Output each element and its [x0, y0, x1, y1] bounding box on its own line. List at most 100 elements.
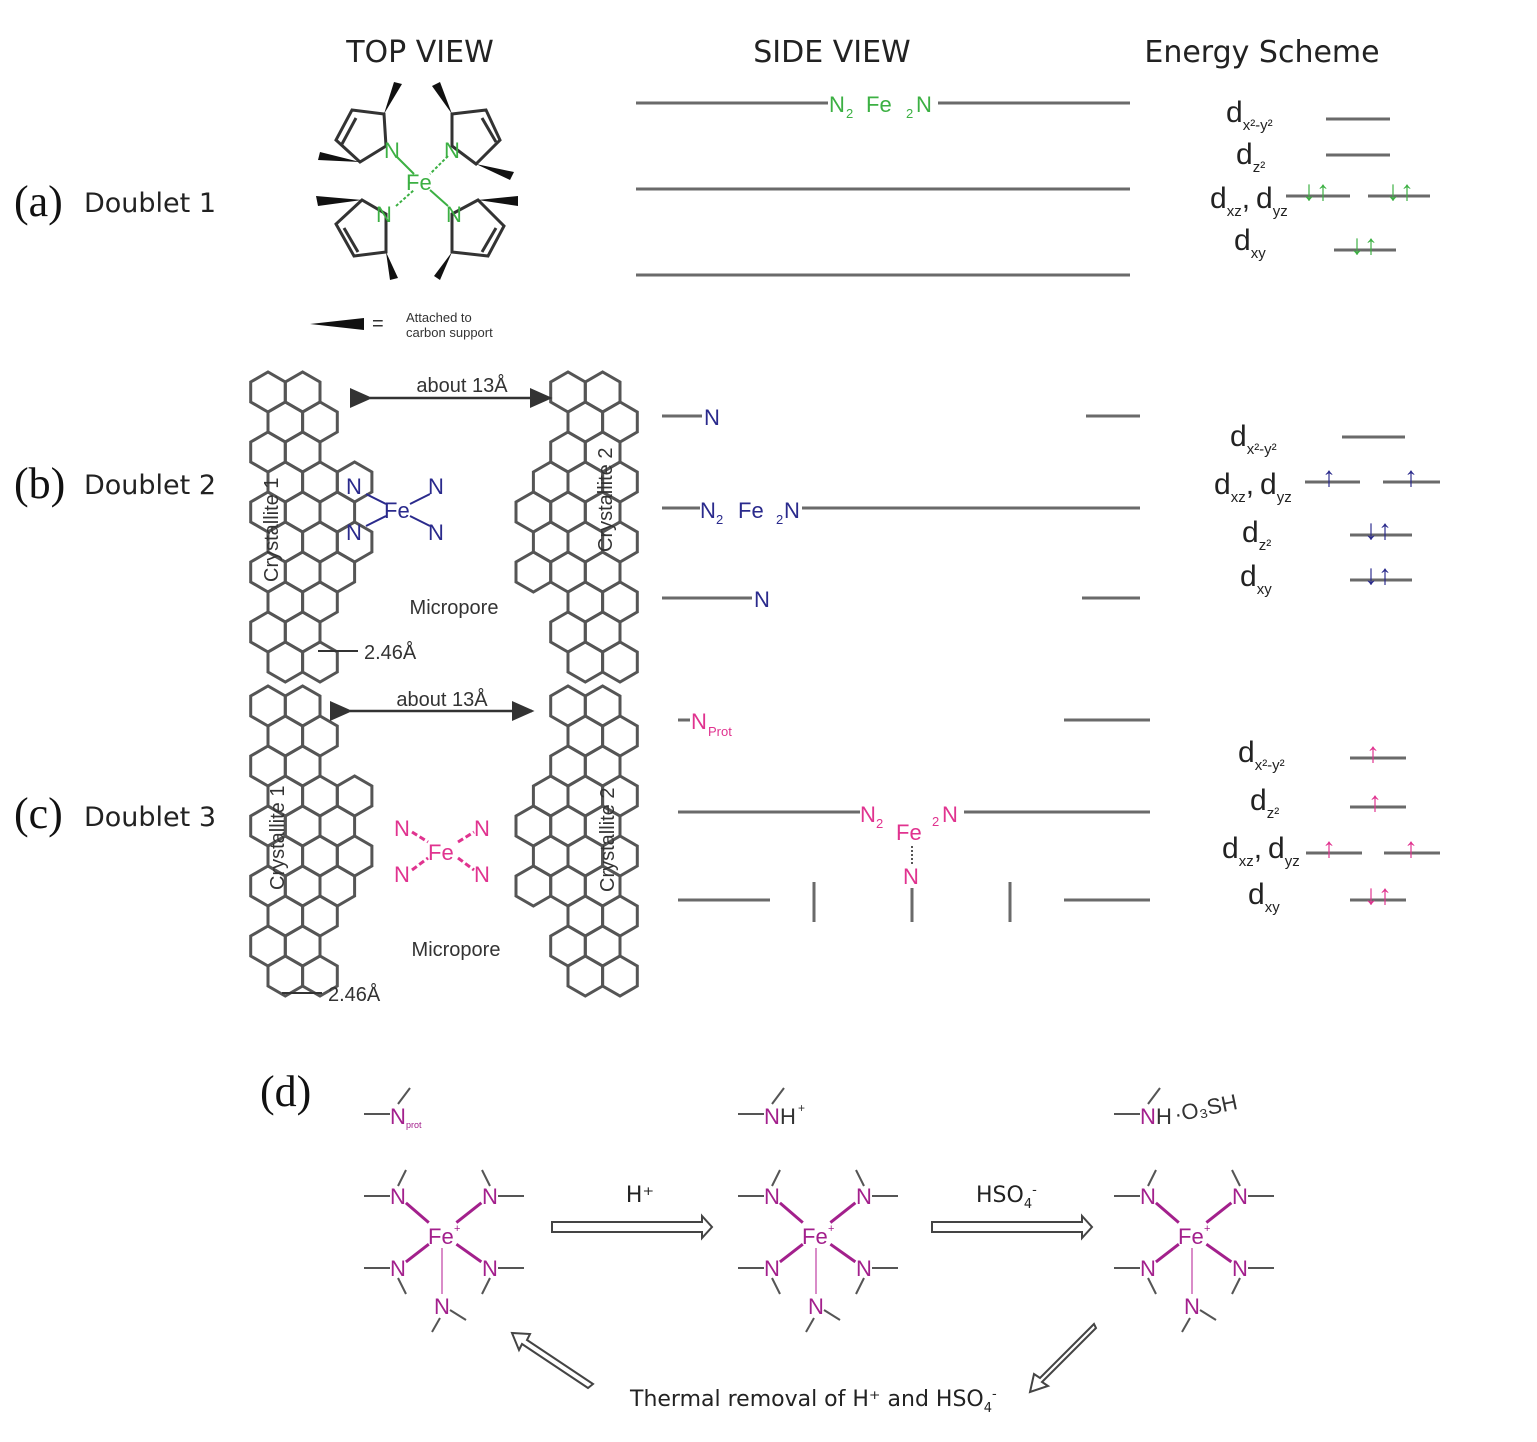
arrow1-label: H⁺ [626, 1183, 654, 1208]
atom-n: N [1232, 1256, 1248, 1281]
wedge-legend-icon [310, 318, 364, 330]
side-sub: 2 [776, 512, 783, 527]
atom-fe: Fe [1178, 1224, 1204, 1249]
orbital-label-dx2y2: dx²-y² [1230, 420, 1277, 458]
atom-h: H [780, 1104, 796, 1129]
atom-fe: Fe [428, 1224, 454, 1249]
side-sub: 2 [932, 814, 939, 829]
crystallite-2-label: Crystallite 2 [597, 788, 619, 892]
doublet1-top-view-molecule: N N Fe N N [316, 82, 518, 280]
sub-prot: prot [406, 1120, 422, 1130]
carbon-ring [566, 640, 605, 684]
atom-n: N [1140, 1184, 1156, 1209]
spacing-label: 2.46Å [364, 641, 417, 664]
crystallite-1-label: Crystallite 1 [261, 478, 283, 582]
fe-charge: + [828, 1223, 834, 1235]
fe-charge: + [454, 1223, 460, 1235]
micropore-label: Micropore [410, 597, 499, 619]
atom-n: N [474, 816, 490, 841]
panel-c-letter: (c) [14, 789, 63, 838]
species-2-top-group: N H + [738, 1087, 805, 1129]
panel-a: (a) Doublet 1 [14, 82, 1430, 340]
electron-pair-dyz: ↓↑ [1386, 175, 1414, 206]
atom-n-axial: N [1184, 1294, 1200, 1319]
crystallite-1-label: Crystallite 1 [267, 786, 289, 890]
doublet2-energy-scheme: dx²-y² dxz,dyz dz² dxy ↑ ↑ ↓↑ ↓↑ [1214, 420, 1440, 598]
wedge-icon [434, 252, 452, 280]
atom-fe: Fe [428, 840, 454, 865]
side-atom-n: N [916, 92, 932, 117]
atom-n: N [428, 474, 444, 499]
electron-dz2: ↑ [1368, 786, 1382, 817]
side-sub: 2 [846, 106, 853, 121]
orbital-label-dxy: dxy [1240, 560, 1272, 598]
doublet2-top-view-graphene [249, 370, 639, 684]
carbon-ring [301, 640, 339, 684]
doublet1-energy-scheme: dx²-y² dz² dxz,dyz dxy ↓↑ ↓↑ ↓↑ [1210, 96, 1430, 262]
atom-n: N [384, 138, 400, 163]
panel-d-letter: (d) [260, 1067, 311, 1116]
wedge-icon [478, 196, 518, 206]
side-sub: 2 [876, 816, 883, 831]
micropore-label: Micropore [412, 939, 501, 961]
carbon-ring [266, 640, 305, 684]
electron-dyz: ↑ [1404, 832, 1418, 863]
side-atom-n: N [784, 498, 800, 523]
side-atom-fe: Fe [738, 498, 764, 523]
side-sub: 2 [716, 512, 723, 527]
atom-n: N [390, 1184, 406, 1209]
panel-c: (c) Doublet 3 about 13Å 2.46Å Micropore … [14, 684, 1440, 1006]
orbital-label-dz2: dz² [1236, 138, 1265, 176]
side-sub: 2 [906, 106, 913, 121]
panel-a-letter: (a) [14, 177, 63, 226]
panel-b: (b) Doublet 2 about 13Å 2.46Å Micropore … [14, 370, 1440, 684]
orbital-label-dx2y2: dx²-y² [1226, 96, 1273, 134]
atom-n: N [1140, 1256, 1156, 1281]
electron-pair-dz2: ↓↑ [1364, 514, 1392, 545]
charge: + [798, 1101, 805, 1115]
carbon-ring [514, 864, 553, 908]
atom-n: N [764, 1104, 780, 1129]
pyrrole-ring [450, 198, 506, 258]
carbon-ring [601, 954, 639, 998]
carbon-ring [514, 550, 553, 594]
atom-n: N [376, 202, 392, 227]
header-top-view: TOP VIEW [345, 35, 494, 70]
atom-n: N [764, 1256, 780, 1281]
orbital-label-dxy: dxy [1248, 878, 1280, 916]
fe-charge: + [1204, 1223, 1210, 1235]
doublet2-side-view: N N 2 Fe 2 N N [662, 405, 1140, 612]
atom-n: N [1140, 1104, 1156, 1129]
atom-n: N [346, 520, 362, 545]
arrow-thermal-return-right [1028, 1322, 1098, 1394]
orbital-label-dxz-dyz: dxz,dyz [1222, 832, 1300, 870]
species-3-top-group: N H ·O₃SH [1114, 1087, 1240, 1129]
side-atom-n: N [704, 405, 720, 430]
wedge-icon [432, 82, 452, 114]
side-atom-n-prot: N [691, 709, 707, 734]
orbital-label-dxy: dxy [1234, 224, 1266, 262]
wedge-icon [316, 196, 362, 206]
atom-n: N [856, 1256, 872, 1281]
doublet3-top-view-graphene [249, 684, 639, 998]
panel-c-title: Doublet 3 [84, 802, 216, 833]
carbon-ring [266, 954, 305, 998]
side-atom-n: N [754, 587, 770, 612]
distance-label: about 13Å [416, 374, 508, 397]
wedge-icon [476, 164, 514, 180]
carbon-ring [301, 954, 339, 998]
arrow-h-plus: H⁺ [551, 1183, 714, 1241]
atom-fe: Fe [406, 170, 432, 195]
atom-n-axial: N [434, 1294, 450, 1319]
orbital-label-dxz-dyz: dxz,dyz [1214, 468, 1292, 506]
atom-n-axial: N [808, 1294, 824, 1319]
carbon-ring [566, 954, 605, 998]
side-atom-n-axial: N [903, 864, 919, 889]
legend-text-line1: Attached to [406, 310, 472, 325]
legend-text-line2: carbon support [406, 325, 493, 340]
header-side-view: SIDE VIEW [753, 35, 910, 70]
atom-n: N [346, 474, 362, 499]
atom-fe: Fe [384, 498, 410, 523]
doublet1-side-view: N 2 Fe 2 N [636, 92, 1130, 277]
